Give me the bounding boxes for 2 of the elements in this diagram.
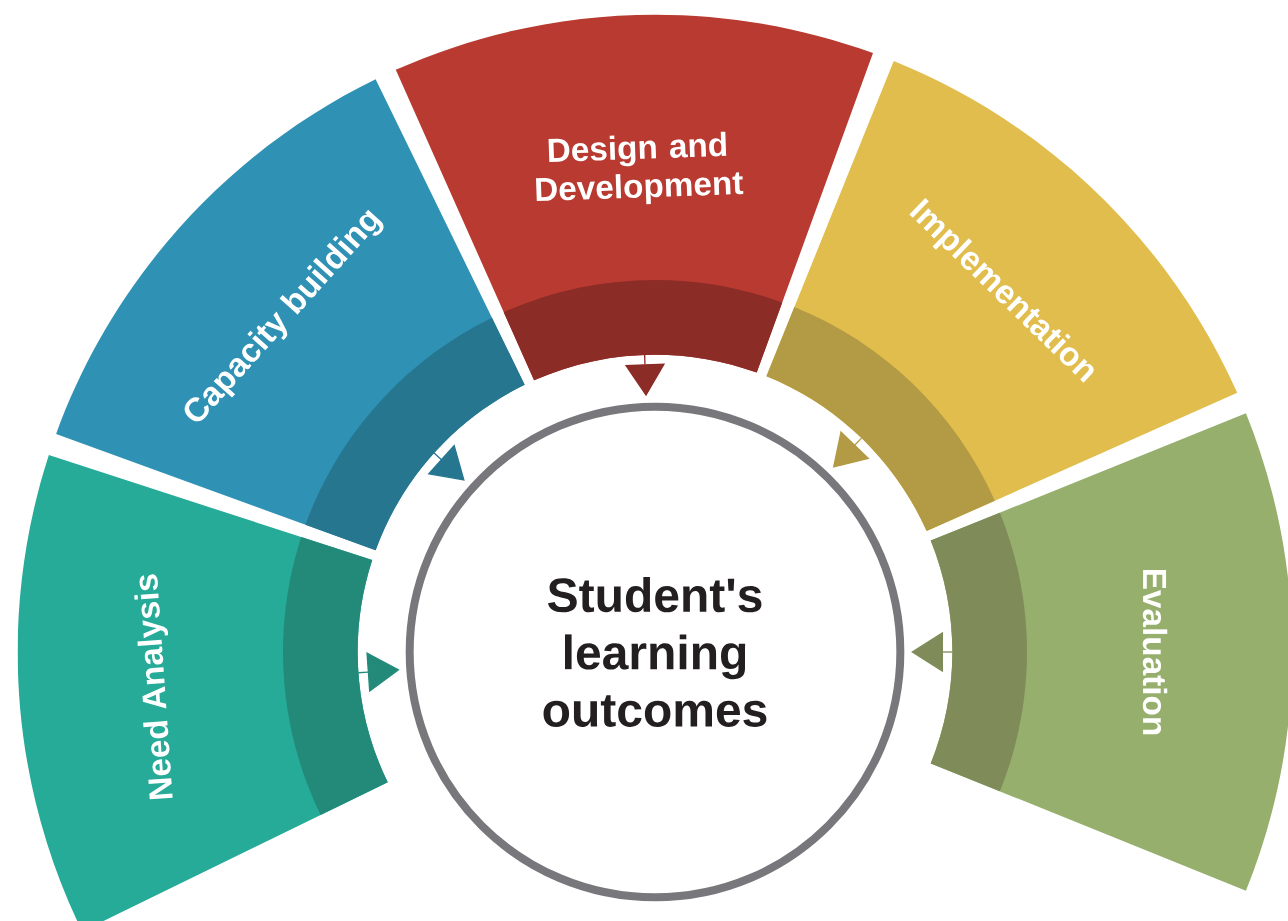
- ring-segment: Need Analysis: [17, 455, 388, 921]
- ring-segment: Evaluation: [930, 413, 1288, 891]
